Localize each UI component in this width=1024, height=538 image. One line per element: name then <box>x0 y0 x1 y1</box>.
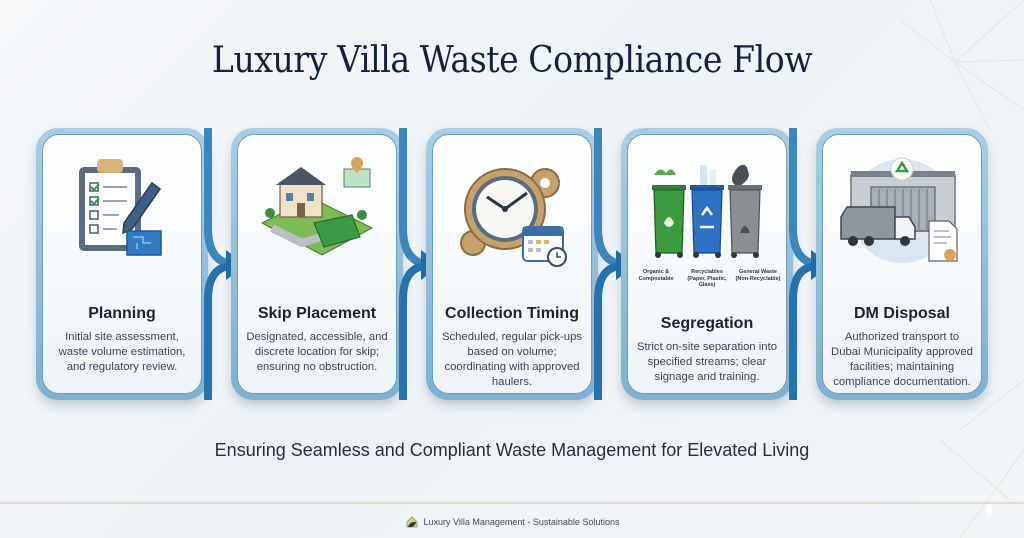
step-description: Designated, accessible, and discrete loc… <box>246 331 388 373</box>
leaf-house-logo-icon <box>406 516 417 528</box>
step-description: Authorized transport to Dubai Municipali… <box>831 331 973 388</box>
process-flow: Planning Initial site assessment, waste … <box>0 128 1024 403</box>
bin-labels: Organic & Compostable Recyclables (Paper… <box>632 269 782 289</box>
bin-label-recyclables: Recyclables (Paper, Plastic, Glass) <box>687 269 727 288</box>
step-title: Collection Timing <box>445 305 579 322</box>
step-title: Segregation <box>660 314 754 332</box>
step-title: DM Disposal <box>853 305 950 322</box>
step-card-segregation: Organic & Compostable Recyclables (Paper… <box>621 128 793 400</box>
waste-bins-icon <box>642 153 772 273</box>
step-card-dm-disposal: DM Disposal Authorized transport to Duba… <box>816 128 988 400</box>
clipboard-checklist-icon <box>57 153 187 273</box>
bin-label-general: General Waste (Non-Recyclable) <box>735 269 781 282</box>
footer-divider <box>0 502 1024 504</box>
truck-facility-certificate-icon <box>837 153 967 273</box>
step-description: Scheduled, regular pick-ups based on vol… <box>441 331 583 388</box>
page-title: Luxury Villa Waste Compliance Flow <box>211 40 813 81</box>
step-title: Planning <box>88 305 156 322</box>
step-card-skip-placement: Skip Placement Designated, accessible, a… <box>231 128 403 400</box>
step-description: Strict on-site separation into specified… <box>636 340 778 383</box>
step-card-collection-timing: Collection Timing Scheduled, regular pic… <box>426 128 598 400</box>
subtitle: Ensuring Seamless and Compliant Waste Ma… <box>214 440 810 460</box>
villa-skip-icon <box>252 153 382 273</box>
footer: Luxury Villa Management - Sustainable So… <box>0 515 1024 529</box>
footer-text: Luxury Villa Management - Sustainable So… <box>423 517 620 527</box>
bin-label-organic: Organic & Compostable <box>638 269 674 282</box>
step-card-planning: Planning Initial site assessment, waste … <box>36 128 208 400</box>
clock-gears-calendar-icon <box>447 153 577 273</box>
step-description: Initial site assessment, waste volume es… <box>58 331 186 373</box>
step-title: Skip Placement <box>257 305 377 322</box>
